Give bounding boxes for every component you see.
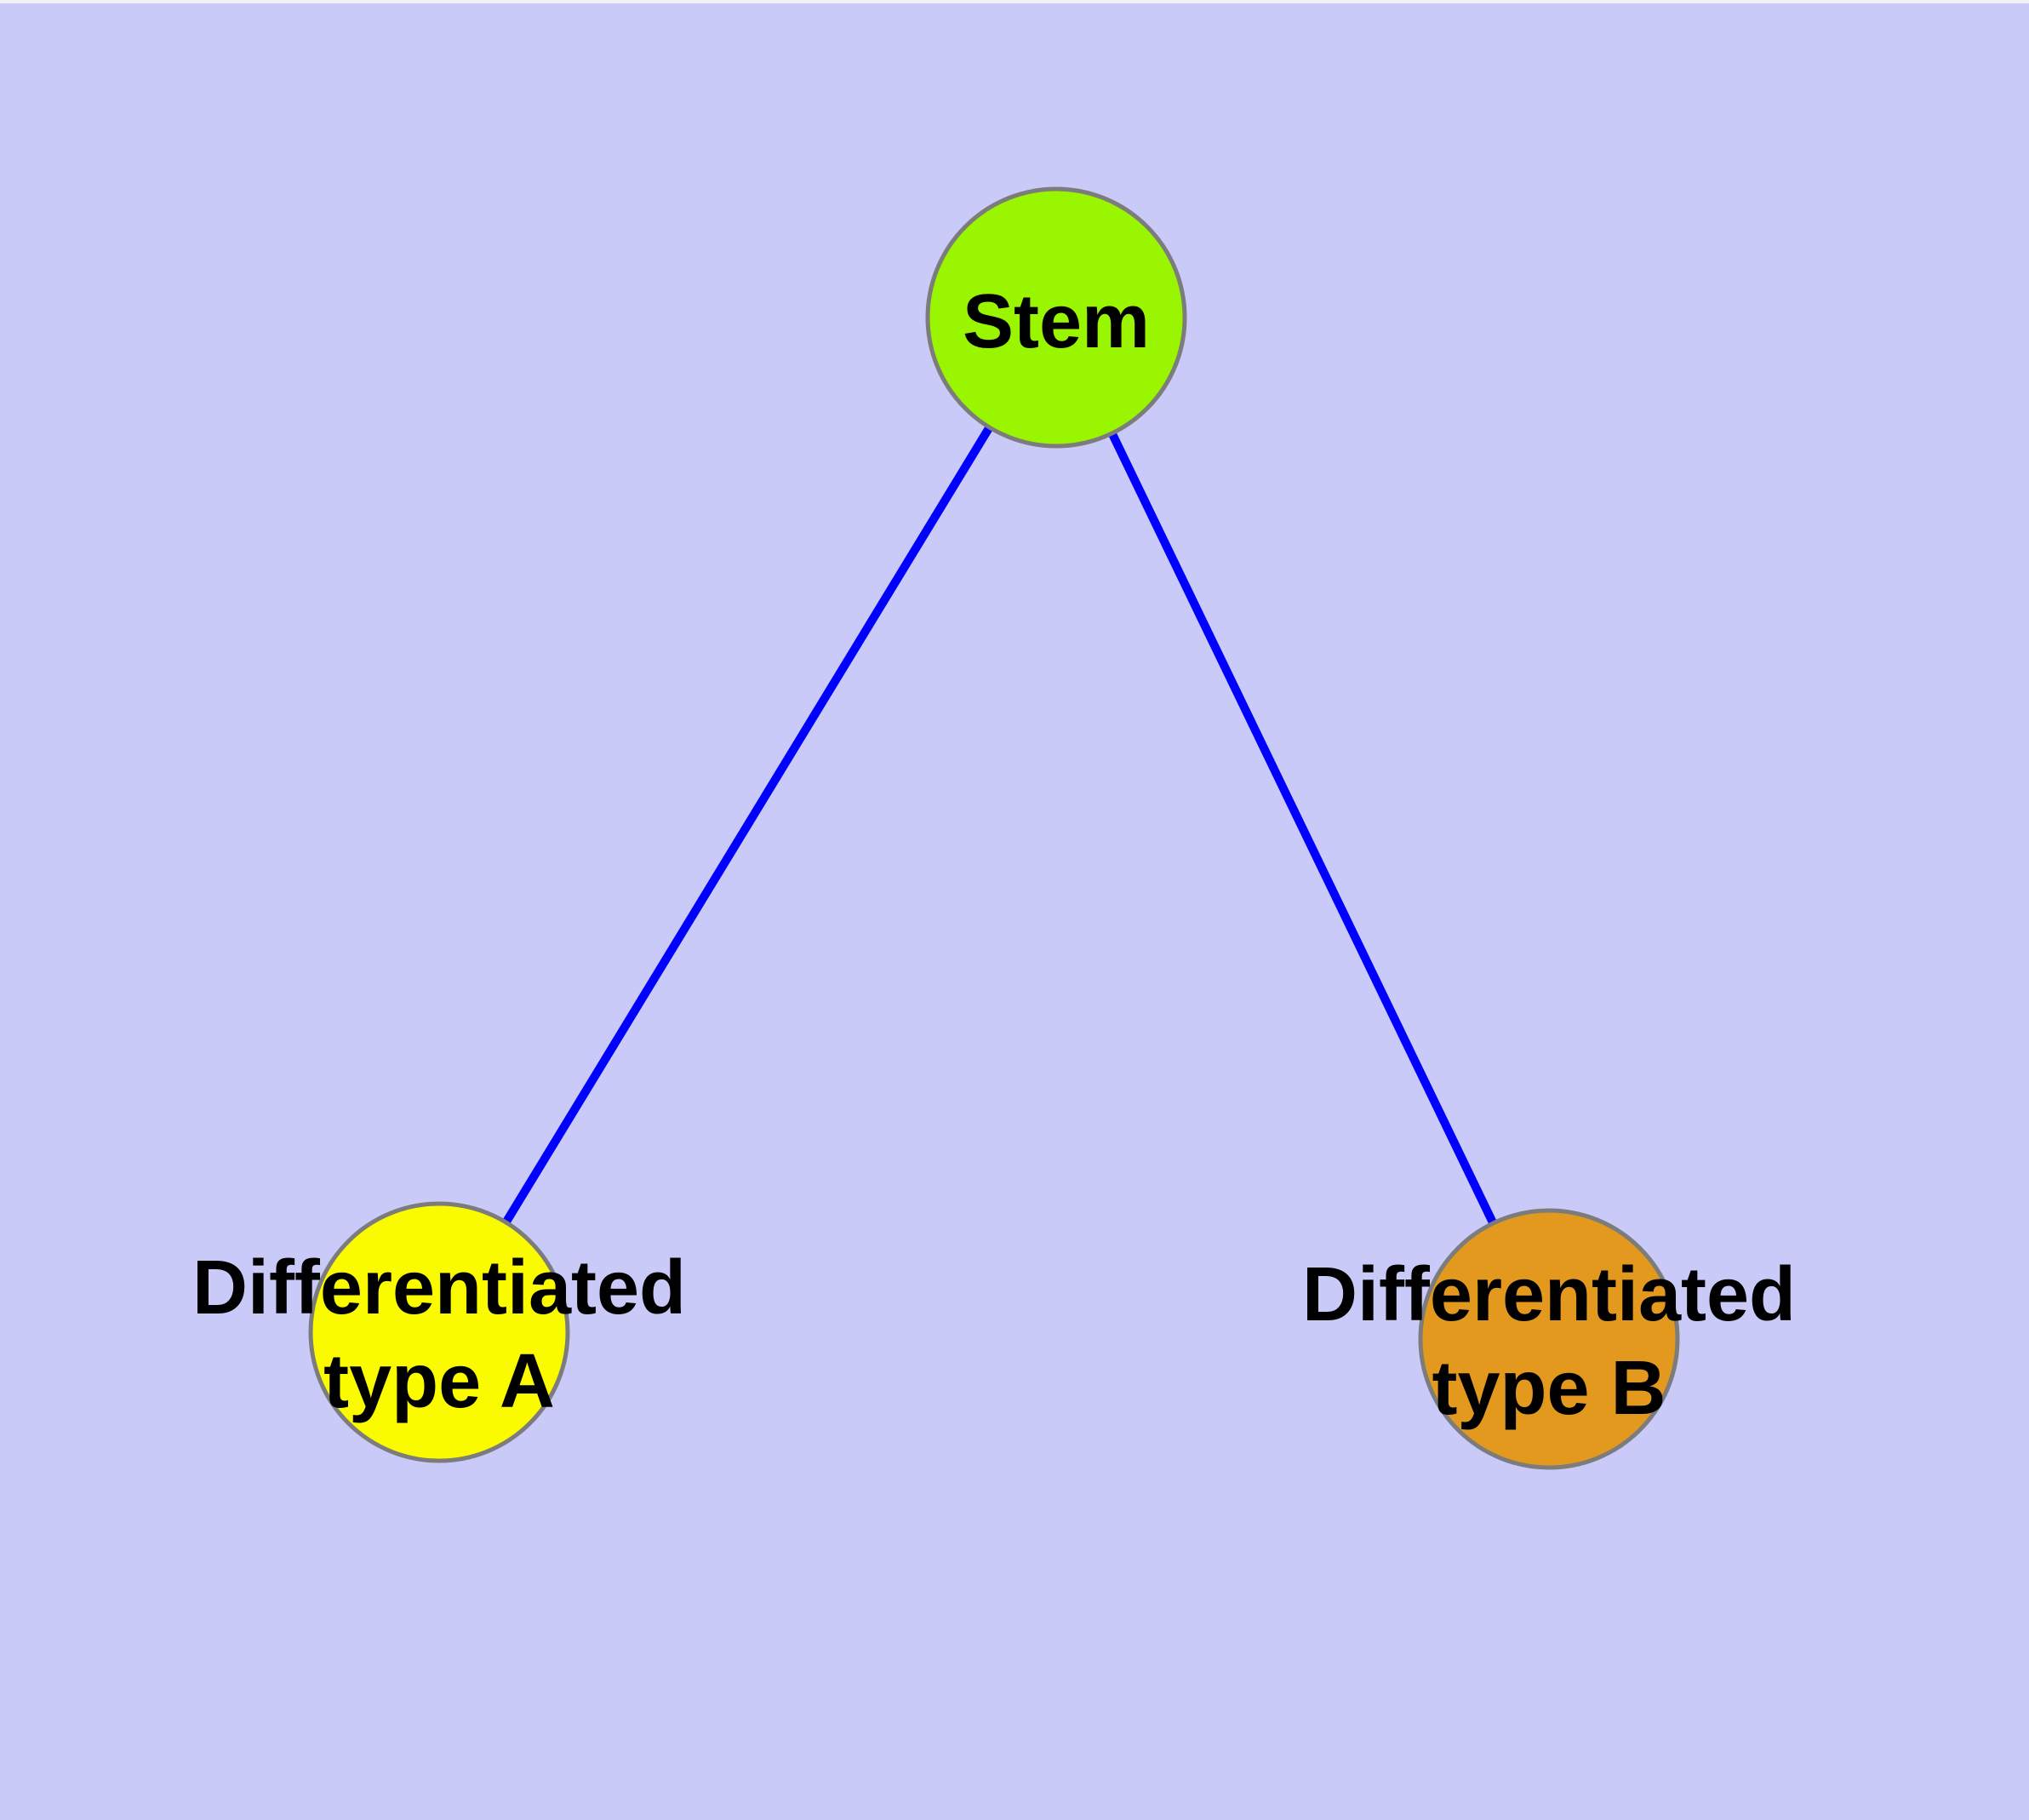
- stem-node-label: Stem: [963, 279, 1150, 364]
- differentiated-type-b-circle: [1418, 1208, 1680, 1470]
- differentiated-type-b-node: Differentiated type B: [1302, 1208, 1796, 1470]
- differentiated-type-b-label-line1: Differentiated: [1302, 1252, 1796, 1337]
- edge-stem-to-type-b: [1052, 315, 1553, 1342]
- differentiated-type-b-label-line2: type B: [1432, 1346, 1666, 1431]
- stem-node-circle: [925, 186, 1187, 449]
- stem-node: Stem: [925, 186, 1187, 449]
- differentiated-type-a-circle: [308, 1201, 570, 1463]
- differentiated-type-a-label-line2: type A: [323, 1339, 555, 1424]
- top-edge-strip: [0, 0, 2029, 3]
- differentiated-type-a-label-line1: Differentiated: [192, 1245, 686, 1331]
- differentiated-type-a-node: Differentiated type A: [192, 1201, 686, 1463]
- edge-stem-to-type-a: [435, 315, 1060, 1335]
